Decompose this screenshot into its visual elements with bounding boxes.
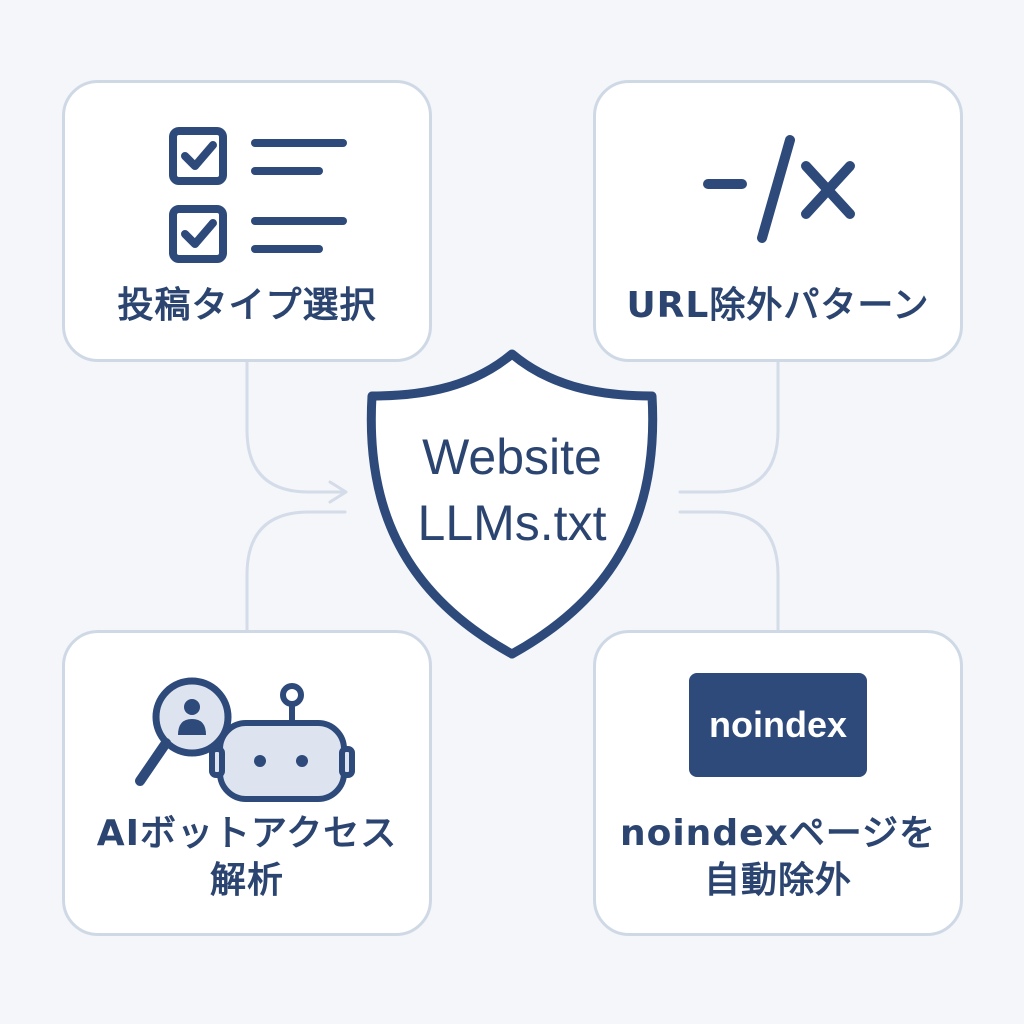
magnifier-icon [135, 677, 232, 786]
card-label: 投稿タイプ選択 [117, 285, 377, 326]
magnifier-robot-icon [65, 673, 429, 803]
connector-bottom-left [245, 510, 347, 632]
card-label-line-2: 解析 [209, 859, 284, 901]
card-label-line-1: AIボットアクセス [96, 813, 398, 854]
card-label-line-2: 自動除外 [703, 859, 852, 901]
card-label: noindexページを 自動除外 [596, 811, 960, 905]
card-label: URL除外パターン [626, 285, 930, 326]
card-url-exclusion-pattern: URL除外パターン [593, 80, 963, 362]
card-label: AIボットアクセス 解析 [65, 811, 429, 905]
shield-icon [366, 349, 658, 659]
card-ai-bot-access-analysis: AIボットアクセス 解析 [62, 630, 432, 936]
card-noindex-auto-exclusion: noindex noindexページを 自動除外 [593, 630, 963, 936]
connector-top-left [245, 360, 347, 494]
connector-arrow [328, 480, 348, 504]
shield-title: Website LLMs.txt [362, 424, 662, 556]
noindex-badge-wrap: noindex [596, 673, 960, 777]
card-label-line-1: noindexページを [619, 813, 937, 854]
robot-icon [209, 683, 355, 802]
shield-title-line-1: Website [422, 429, 602, 485]
shield-title-line-2: LLMs.txt [417, 495, 607, 551]
center-shield: Website LLMs.txt [362, 348, 662, 660]
slash-x-icon [596, 128, 960, 248]
checklist-icon [65, 123, 429, 263]
card-post-type-selection: 投稿タイプ選択 [62, 80, 432, 362]
connector-bottom-right [678, 510, 780, 632]
noindex-badge: noindex [689, 673, 867, 777]
connector-top-right [678, 360, 780, 494]
